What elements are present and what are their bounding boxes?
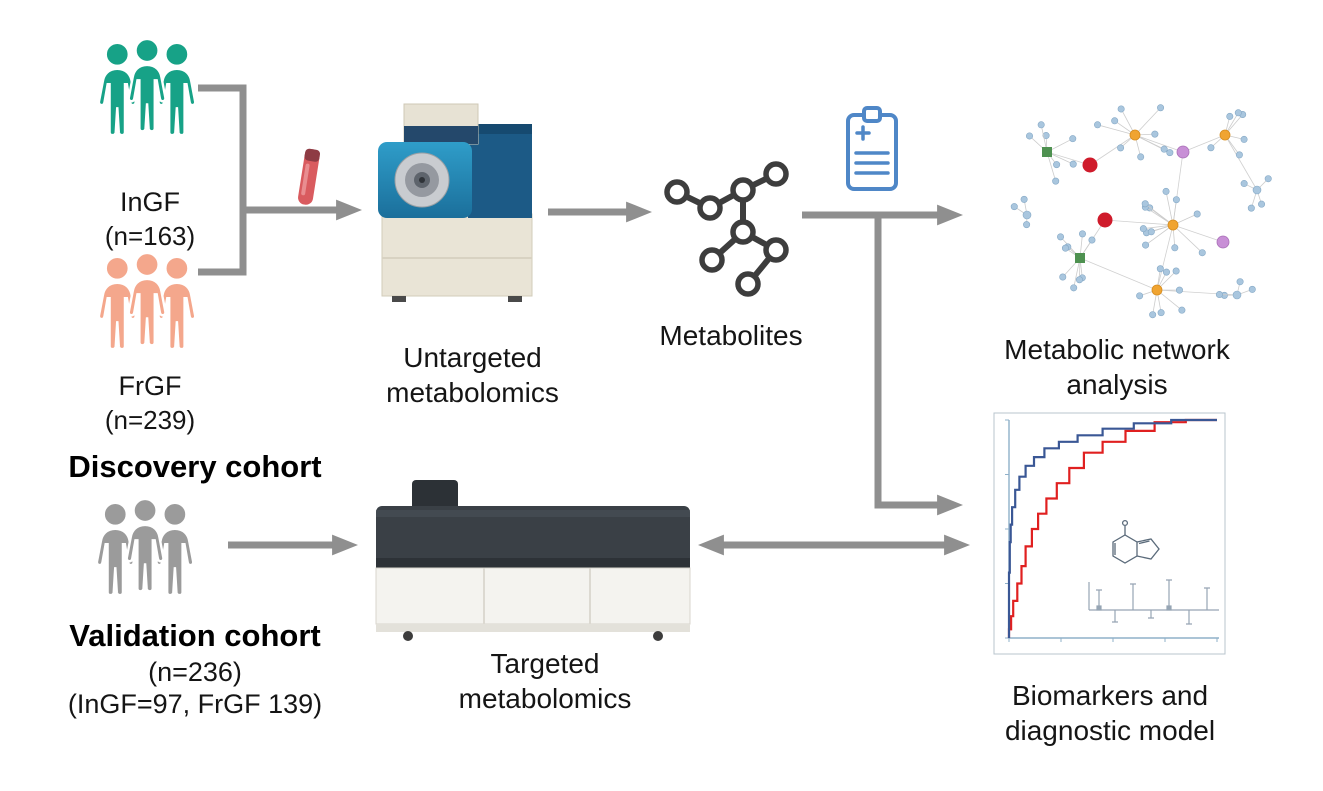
clipboard-report-icon [846, 106, 898, 191]
metabolite-structure-inset [1112, 519, 1160, 564]
targeted-mass-spectrometer [375, 480, 691, 641]
validation-group-icon [95, 498, 195, 597]
metabolic-network-graph [1010, 104, 1272, 319]
frgf-group-icon [97, 252, 197, 351]
ingf-n: (n=163) [104, 220, 196, 251]
ingf-label-block: InGF (n=163) [75, 186, 225, 252]
metabolites-label: Metabolites [659, 320, 803, 351]
clipboard-clip [862, 106, 882, 123]
validation-n: (n=236) [148, 657, 242, 687]
untargeted-label: Untargeted metabolomics [386, 342, 559, 408]
cohort-merge-bracket [198, 84, 247, 276]
frgf-n: (n=239) [104, 404, 196, 435]
biomarkers-label: Biomarkers and diagnostic model [1004, 680, 1216, 746]
network-analysis-label: Metabolic network analysis [1004, 334, 1230, 400]
validation-detail: (InGF=97, FrGF 139) [67, 689, 323, 719]
plus-icon [855, 125, 871, 141]
frgf-label-block: FrGF (n=239) [75, 370, 225, 436]
roc-curve-panel [993, 412, 1226, 655]
untargeted-mass-spectrometer [378, 103, 533, 302]
frgf-name: FrGF [118, 371, 182, 401]
arrow-branch-to-biomarkers [874, 215, 964, 516]
validation-cohort-title: Validation cohort [69, 618, 321, 653]
quantification-sticks-inset [1088, 579, 1219, 625]
discovery-cohort-title: Discovery cohort [68, 449, 322, 484]
metabolites-molecule-icon [664, 161, 789, 297]
targeted-label: Targeted metabolomics [458, 648, 632, 714]
ingf-group-icon [97, 38, 197, 137]
blood-tube-icon [298, 148, 321, 205]
roc-curves [1007, 418, 1217, 638]
ingf-name: InGF [119, 187, 180, 217]
